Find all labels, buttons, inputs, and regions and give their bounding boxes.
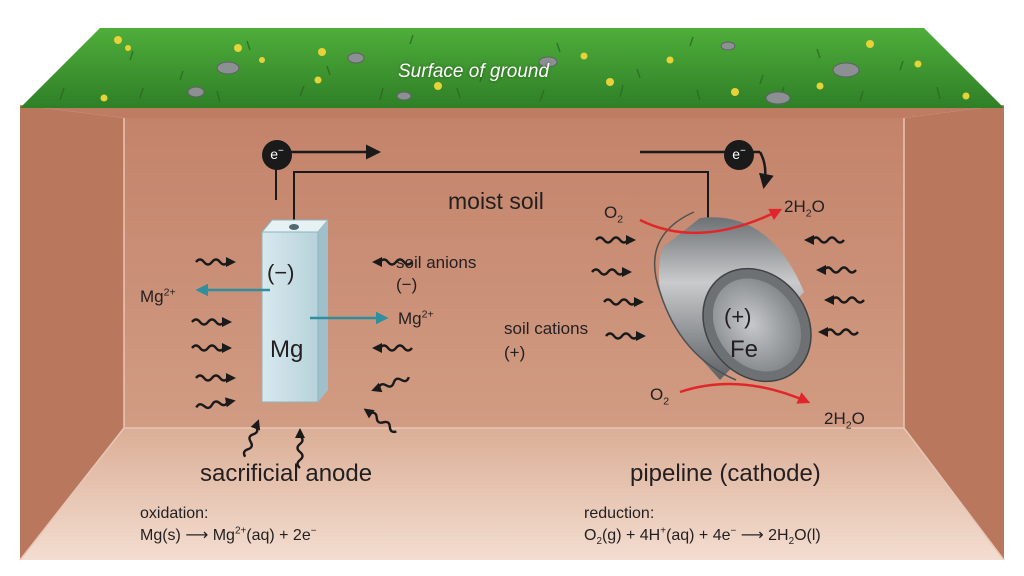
oxidation-title: oxidation:: [140, 505, 209, 522]
ox-sup: 2+: [234, 525, 247, 537]
moist-soil-label: moist soil: [448, 188, 544, 214]
flowers: [100, 36, 970, 102]
pipeline-cathode-label: pipeline (cathode): [630, 460, 821, 487]
red-w-sub: 2: [788, 536, 795, 548]
water-pre: 2H: [784, 197, 806, 216]
water-post: O: [811, 197, 825, 216]
o2-sub: 2: [663, 395, 670, 408]
reduction-equation: O2(g) + 4H+(aq) + 4e− ⟶ 2H2O(l): [584, 525, 821, 548]
electron-base: e: [732, 146, 741, 162]
o2-label-bottom: O2: [650, 385, 669, 407]
box-edge-left: [19, 427, 125, 561]
red-h-sup: +: [660, 525, 667, 537]
sacrificial-anode-label: sacrificial anode: [200, 460, 373, 487]
red-end: O(l): [794, 527, 821, 544]
rocks: [187, 41, 860, 105]
electron-charge: −: [740, 145, 746, 157]
electron-charge: −: [278, 145, 284, 157]
water-sub: 2: [805, 207, 812, 220]
mg-ion-base: Mg: [140, 287, 164, 306]
electron-flow-arrow-down: [758, 151, 774, 189]
water-post: O: [851, 409, 865, 428]
pipe-inner: [712, 278, 802, 372]
o2-arrow-top: [639, 208, 783, 235]
cathode-metal-label: Fe: [730, 336, 759, 363]
anode-metal-label: Mg: [270, 336, 304, 363]
red-o-sub: 2: [596, 536, 602, 548]
reduction-title: reduction:: [584, 505, 655, 522]
soil-anions-charge: (−): [396, 275, 418, 294]
o2-base: O: [650, 385, 664, 404]
grass-surface: [20, 28, 1004, 108]
red-o: O: [584, 527, 597, 544]
wire-terminal: [289, 224, 299, 230]
electron-badge-left: e−: [262, 140, 292, 170]
soil-box: [20, 105, 124, 560]
o2-sub: 2: [617, 213, 624, 226]
water-sub: 2: [845, 419, 852, 432]
electron-wire: [293, 171, 709, 240]
cathode-charge-label: (+): [724, 304, 752, 329]
o2-base: O: [604, 203, 618, 222]
grass-texture: [59, 34, 941, 103]
red-mid: (g) + 4H: [601, 527, 661, 544]
mg-ion-charge: 2+: [421, 308, 434, 321]
anode-block: [261, 231, 319, 403]
soil-anions-label: soil anions: [396, 253, 477, 272]
water-label-bottom: 2H2O: [824, 409, 865, 431]
soil-cations-label: soil cations: [504, 319, 589, 338]
anode-charge-label: (−): [267, 260, 295, 285]
electron-badge-right: e−: [724, 140, 754, 170]
mg-ion-left-label: Mg2+: [140, 286, 176, 306]
mg-ion-charge: 2+: [163, 286, 176, 299]
electron-base: e: [270, 146, 279, 162]
mg-ion-right-label: Mg2+: [398, 308, 434, 328]
soil-cations-charge: (+): [504, 343, 526, 362]
red-arrow-pre: ⟶ 2H: [736, 527, 789, 544]
ox-e-sup: −: [310, 525, 317, 537]
box-edges: [123, 118, 905, 429]
o2-arrow-bottom: [679, 382, 811, 404]
red-e-sup: −: [730, 525, 737, 537]
mg-ion-base: Mg: [398, 309, 422, 328]
soil-side-right: [904, 105, 1004, 560]
ox-right: (aq) + 2e: [246, 527, 311, 544]
box-edge-right: [903, 427, 1005, 561]
red-mid2: (aq) + 4e: [666, 527, 731, 544]
anode-side: [318, 220, 328, 402]
oxidation-equation: Mg(s) ⟶ Mg2+(aq) + 2e−: [140, 525, 317, 544]
surface-label: Surface of ground: [398, 61, 550, 82]
water-pre: 2H: [824, 409, 846, 428]
o2-label-top: O2: [604, 203, 623, 225]
water-label-top: 2H2O: [784, 197, 825, 219]
soil-floor: [20, 428, 1004, 560]
ox-left: Mg(s) ⟶ Mg: [140, 527, 235, 544]
